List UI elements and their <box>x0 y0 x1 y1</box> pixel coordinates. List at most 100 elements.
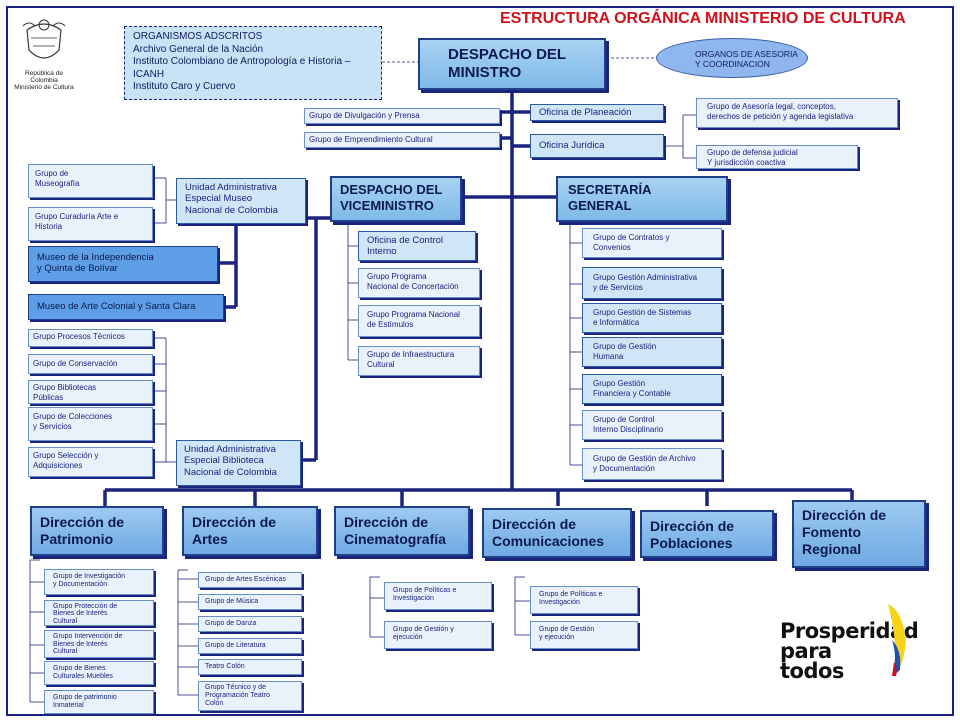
museo-group[interactable]: Grupo de Museografía <box>28 164 153 198</box>
vice-group[interactable]: Grupo Programa Nacional de Concertación <box>358 268 480 298</box>
organismos-title: ORGANISMOS ADSCRITOS <box>133 31 263 42</box>
biblioteca-group-line1: Grupo Bibliotecas <box>33 383 97 392</box>
secretaria-group-line2: e Informática <box>593 317 640 327</box>
secretaria-group[interactable]: Grupo Gestión Administrativa y de Servic… <box>582 267 722 299</box>
comunicaciones-group[interactable]: Grupo de Políticas e Investigación <box>530 586 638 614</box>
ua-museo-line3: Nacional de Colombia <box>185 204 278 216</box>
viceministro-line2: VICEMINISTRO <box>340 197 434 213</box>
grupo-divulgacion[interactable]: Grupo de Divulgación y Prensa <box>304 108 500 124</box>
ua-biblioteca-nacional[interactable]: Unidad Administrativa Especial Bibliotec… <box>176 440 301 486</box>
artes-group-line1: Grupo de Artes Escénicas <box>205 576 286 583</box>
artes-group-line1: Teatro Colón <box>205 663 245 670</box>
museo-colonial[interactable]: Museo de Arte Colonial y Santa Clara <box>28 294 224 320</box>
comunicaciones-group-line1: Grupo de Gestión <box>539 626 595 633</box>
biblioteca-group[interactable]: Grupo de Colecciones y Servicios <box>28 407 153 441</box>
artes-group[interactable]: Grupo de Danza <box>198 616 302 632</box>
direccion-line1: Dirección de <box>492 516 577 532</box>
oficina-juridica[interactable]: Oficina Jurídica <box>530 134 664 158</box>
coat-of-arms-icon <box>22 19 66 59</box>
cine-group[interactable]: Grupo de Políticas e Investigación <box>384 582 492 610</box>
comunicaciones-group-line2: y ejecución <box>539 634 575 642</box>
artes-group[interactable]: Grupo Técnico y de Programación Teatro C… <box>198 681 302 711</box>
secretaria-group-line1: Grupo de Gestión <box>593 342 657 351</box>
patrimonio-group[interactable]: Grupo de patrimonio Inmaterial <box>44 690 154 714</box>
vice-group[interactable]: Grupo Programa Nacional de Estímulos <box>358 305 480 337</box>
patrimonio-group-line3: Cultural <box>53 617 78 625</box>
secretaria-group[interactable]: Grupo de Gestión Humana <box>582 337 722 367</box>
biblioteca-group[interactable]: Grupo Procesos Técnicos <box>28 329 153 347</box>
juridica-group-line1: Grupo de Asesoría legal, conceptos, <box>707 102 836 111</box>
direccion-line1: Dirección de <box>40 514 125 530</box>
juridica-group-line1: Grupo de defensa judicial <box>707 148 798 157</box>
patrimonio-group-line1: Grupo Protección de <box>53 603 118 610</box>
ua-museo-nacional[interactable]: Unidad Administrativa Especial Museo Nac… <box>176 178 306 224</box>
biblioteca-group[interactable]: Grupo de Conservación <box>28 354 153 374</box>
organismos-item: Archivo General de la Nación <box>133 43 264 55</box>
juridica-group-line2: derechos de petición y agenda legislativ… <box>707 111 854 121</box>
viceministro-line1: DESPACHO DEL <box>340 182 443 197</box>
direccion-line1: Dirección de <box>802 507 887 523</box>
patrimonio-group[interactable]: Grupo Protección de Bienes de Interés Cu… <box>44 600 154 626</box>
juridica-group[interactable]: Grupo de defensa judicial Y jurisdicción… <box>696 145 858 169</box>
secretaria-group[interactable]: Grupo de Contratos y Convenios <box>582 228 722 258</box>
despacho-viceministro[interactable]: DESPACHO DEL VICEMINISTRO <box>330 176 462 222</box>
cine-group-line1: Grupo de Políticas e <box>393 587 457 594</box>
secretaria-general[interactable]: SECRETARÍA GENERAL <box>556 176 728 222</box>
despacho-ministro[interactable]: DESPACHO DEL MINISTRO <box>418 38 606 90</box>
direccion-cinematografia[interactable]: Dirección de Cinematografía <box>334 506 470 556</box>
vice-group-line2: de Estímulos <box>367 319 414 329</box>
vice-group-line2: Cultural <box>367 359 395 369</box>
secretaria-group[interactable]: Grupo Gestión de Sistemas e Informática <box>582 303 722 333</box>
despacho-ministro-line1: DESPACHO DEL <box>448 46 567 63</box>
biblioteca-group[interactable]: Grupo Selección y Adquisiciones <box>28 447 153 477</box>
direccion-line2: Poblaciones <box>650 534 733 551</box>
comunicaciones-group[interactable]: Grupo de Gestión y ejecución <box>530 621 638 649</box>
patrimonio-group[interactable]: Grupo de Investigación y Documentación <box>44 569 154 595</box>
artes-group-line2: Programación Teatro <box>205 692 270 700</box>
organismos-item: Instituto Caro y Cuervo <box>133 81 236 92</box>
patrimonio-group[interactable]: Grupo Intervención de Bienes de Interés … <box>44 630 154 658</box>
juridica-group[interactable]: Grupo de Asesoría legal, conceptos, dere… <box>696 98 898 128</box>
vice-group[interactable]: Oficina de Control Interno <box>358 231 476 261</box>
cine-group[interactable]: Grupo de Gestión y ejecución <box>384 621 492 649</box>
organismos-adscritos[interactable]: ORGANISMOS ADSCRITOS Archivo General de … <box>124 26 382 100</box>
biblioteca-group-line1: Grupo de Conservación <box>33 359 118 368</box>
direccion-line2: Comunicaciones <box>492 532 605 549</box>
secretaria-group[interactable]: Grupo de Control Interno Disciplinario <box>582 410 722 440</box>
direccion-line2: Cinematografía <box>344 530 446 547</box>
secretaria-group-line1: Grupo Gestión <box>593 379 646 388</box>
museo-independencia[interactable]: Museo de la Independencia y Quinta de Bo… <box>28 246 218 282</box>
organos-asesoria[interactable]: ORGANOS DE ASESORIA Y COORDINACION <box>656 38 808 78</box>
secretaria-group[interactable]: Grupo de Gestión de Archivo y Documentac… <box>582 448 722 480</box>
direccion-artes[interactable]: Dirección de Artes <box>182 506 318 556</box>
badge-line1: Prosperidad <box>780 619 919 643</box>
artes-group[interactable]: Teatro Colón <box>198 659 302 675</box>
patrimonio-group-line1: Grupo Intervención de <box>53 633 123 640</box>
oficina-planeacion[interactable]: Oficina de Planeación <box>530 104 664 121</box>
ua-biblioteca-line3: Nacional de Colombia <box>184 466 277 478</box>
direccion-patrimonio[interactable]: Dirección de Patrimonio <box>30 506 164 556</box>
direccion-fomento-regional[interactable]: Dirección de Fomento Regional <box>792 500 926 568</box>
museo-group-line1: Grupo Curaduría Arte e <box>35 212 119 221</box>
secretaria-group-line2: Convenios <box>593 242 631 252</box>
artes-group[interactable]: Grupo de Literatura <box>198 638 302 654</box>
direccion-line1: Dirección de <box>192 514 277 530</box>
secretaria-group-line2: y Documentación <box>593 463 655 473</box>
page-title: ESTRUCTURA ORGÁNICA MINISTERIO DE CULTUR… <box>500 10 906 27</box>
direccion-poblaciones[interactable]: Dirección de Poblaciones <box>640 510 774 558</box>
patrimonio-group[interactable]: Grupo de Bienes Culturales Muebles <box>44 661 154 685</box>
museo-group[interactable]: Grupo Curaduría Arte e Historia <box>28 207 153 241</box>
vice-group-line2: Interno <box>367 246 397 258</box>
artes-group[interactable]: Grupo de Artes Escénicas <box>198 572 302 588</box>
vice-group[interactable]: Grupo de Infraestructura Cultural <box>358 346 480 376</box>
patrimonio-group-line2: Inmaterial <box>53 702 84 710</box>
direccion-comunicaciones[interactable]: Dirección de Comunicaciones <box>482 508 632 558</box>
biblioteca-group-line2: Públicas <box>33 392 64 402</box>
badge-line2: para todos <box>780 638 844 683</box>
artes-group[interactable]: Grupo de Música <box>198 594 302 610</box>
biblioteca-group[interactable]: Grupo Bibliotecas Públicas <box>28 380 153 404</box>
grupo-emprendimiento[interactable]: Grupo de Emprendimiento Cultural <box>304 132 500 148</box>
secretaria-group-line1: Grupo Gestión Administrativa <box>593 273 698 282</box>
secretaria-group[interactable]: Grupo Gestión Financiera y Contable <box>582 374 722 404</box>
